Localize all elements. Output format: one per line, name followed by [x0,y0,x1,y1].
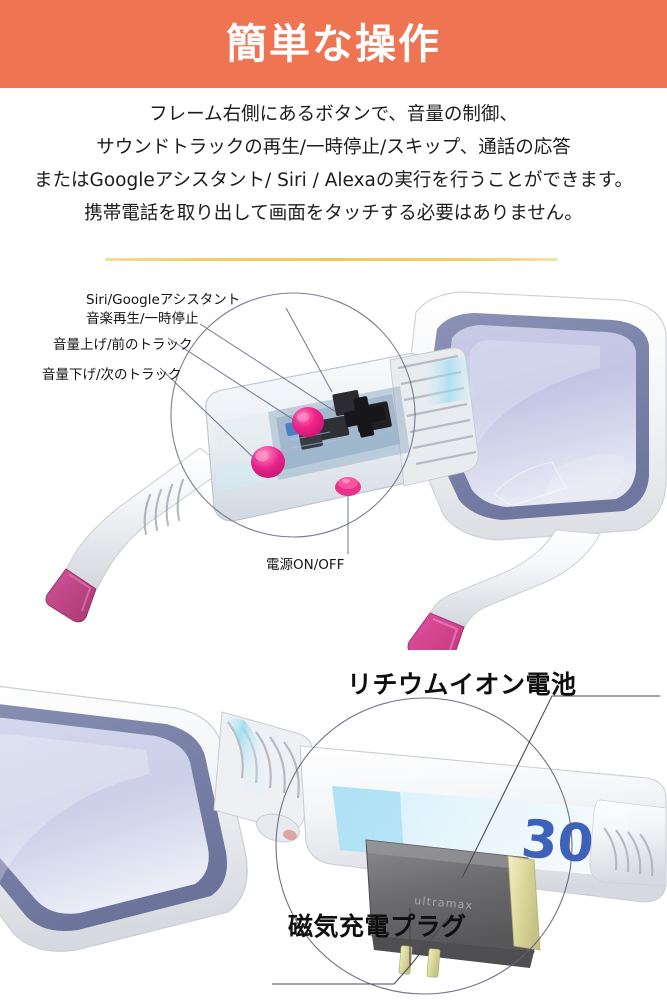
annotation-play-pause: 音楽再生/一時停止 [86,311,199,327]
intro-line-4: 携帯電話を取り出して画面をタッチする必要はありません。 [84,203,583,224]
intro-line-3: またはGoogleアシスタント/ Siri / Alexaの実行を行うことができ… [33,170,634,191]
annotation-lithium-battery: リチウムイオン電池 [347,670,577,699]
annotation-power-onoff: 電源ON/OFF [266,557,345,573]
magnifier-circle-bottom [275,697,573,995]
page-title: 簡単な操作 [226,19,441,68]
leader-play [199,323,337,413]
intro-line-1: フレーム右側にあるボタンで、音量の制御、 [149,104,518,125]
button-power [335,477,361,496]
lithium-ion-battery-module: ultramax [365,839,541,978]
control-buttons [251,407,361,496]
frame-front-left-lens-bottom [0,685,248,952]
leader-volume-down [159,367,259,463]
leader-lines-bottom [409,695,660,967]
top-product-figure [0,272,667,650]
magnifier-circle [170,292,416,538]
intro-line-2: サウンドトラックの再生/一時停止/スキップ、通話の応答 [96,137,571,158]
leader-battery [461,695,660,879]
annotation-assistant: Siri/Googleアシスタント [86,292,241,308]
button-volume-down [251,446,285,478]
annotation-volume-down: 音量下げ/次のトラック [42,367,182,383]
bottom-product-figure: 30 ultramax [0,650,667,1000]
right-temple-arm [407,529,601,650]
frame-front-right-lens [407,291,667,541]
leader-volume-up [167,337,301,425]
leader-assistant [285,307,333,393]
left-temple-arm [45,447,227,623]
annotation-volume-up: 音量上げ/前のトラック [53,337,193,353]
annotation-magnetic-plug: 磁気充電プラグ [288,912,467,941]
hinge-ribbed-connector [213,711,313,843]
leader-plug-elbow [272,965,411,985]
page-header-banner: 簡単な操作 [0,0,667,88]
leader-lines [159,307,349,554]
intro-text-block: フレーム右側にあるボタンで、音量の制御、 サウンドトラックの再生/一時停止/スキ… [0,98,667,230]
gold-divider-rule [105,258,558,261]
temple-vent-ribs [389,347,479,487]
battery-brand-text: ultramax [414,894,474,912]
